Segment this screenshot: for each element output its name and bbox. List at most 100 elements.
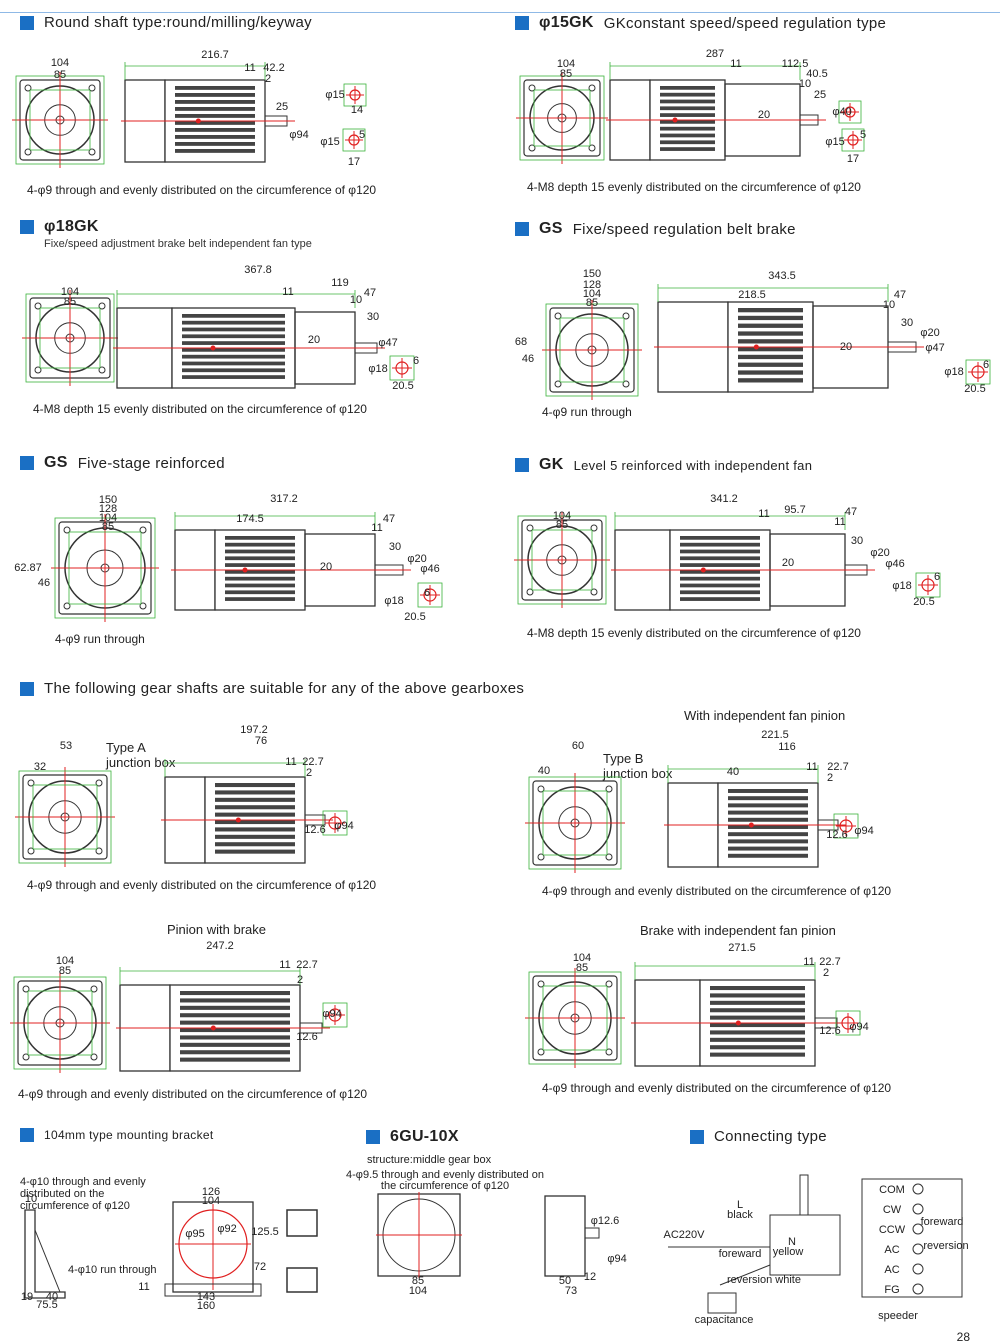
dim-label: 125.5	[251, 1226, 279, 1238]
cooling-fin	[710, 1023, 805, 1028]
structure-label: structure:middle gear box	[367, 1154, 492, 1166]
dim-label: 22.7	[827, 761, 848, 773]
motor-front-view	[22, 290, 118, 386]
mount-hole	[590, 524, 598, 532]
header-title: The following gear shafts are suitable f…	[44, 680, 525, 697]
dim-box	[519, 75, 605, 161]
cooling-fin	[175, 107, 255, 111]
bullet-square-icon	[366, 1130, 380, 1144]
dim-label: 20	[782, 557, 794, 569]
cooling-fin	[225, 563, 295, 567]
cooling-fin	[710, 1037, 805, 1042]
dim-label: 47	[383, 513, 395, 525]
section-dim-box	[343, 83, 367, 107]
terminal-circle	[912, 1223, 924, 1235]
cooling-fin	[182, 327, 285, 332]
cooling-fin	[175, 93, 255, 97]
dim-label: 10	[799, 78, 811, 90]
dim-label: 25	[814, 89, 826, 101]
dim-label: 53	[60, 740, 72, 752]
mount-hole	[588, 84, 596, 92]
mount-hole	[90, 1053, 98, 1061]
motor-front-view	[10, 973, 110, 1073]
motor-block	[769, 1214, 841, 1276]
speeder-box	[861, 1178, 963, 1298]
dim-label: N	[788, 1236, 796, 1248]
cooling-fin	[728, 853, 808, 858]
mount-hole	[537, 853, 545, 861]
cooling-fin	[738, 347, 803, 352]
cooling-fin	[225, 570, 295, 574]
header-title: Fixe/speed regulation belt brake	[572, 220, 796, 238]
center-mark	[672, 117, 678, 123]
terminal-circle	[912, 1183, 924, 1195]
cooling-fin	[182, 361, 285, 366]
header-gear-shafts: The following gear shafts are suitable f…	[20, 680, 524, 697]
dim-label: 317.2	[270, 493, 298, 505]
motor-side-view	[161, 759, 333, 864]
dim-label: 11	[803, 956, 814, 968]
mounting-note-bracket-run: 4-φ10 run through	[68, 1264, 157, 1276]
dim-label: 40	[46, 1291, 58, 1303]
dim-label: 20	[308, 334, 320, 346]
gearbox-shaft	[584, 1227, 600, 1239]
dim-box	[528, 971, 622, 1065]
capacitor-box	[707, 1292, 737, 1314]
dim-label: 12	[584, 1271, 596, 1283]
cooling-fin	[215, 834, 295, 839]
dim-label: 10	[350, 294, 362, 306]
dim-label: 104	[56, 955, 74, 967]
dim-label: φ46	[420, 563, 439, 575]
cooling-fin	[175, 121, 255, 125]
center-mark	[235, 817, 241, 823]
dim-label: reversion white	[727, 1274, 801, 1286]
cooling-fin	[215, 783, 295, 788]
cooling-fin	[215, 842, 295, 847]
dim-label: 143	[197, 1291, 215, 1303]
cooling-fin	[680, 536, 760, 540]
cooling-fin	[660, 126, 715, 131]
dim-box	[54, 517, 156, 619]
dim-label: 2	[297, 974, 303, 986]
mount-hole	[95, 779, 103, 787]
mount-hole	[605, 853, 613, 861]
mount-hole	[139, 602, 147, 610]
cooling-fin	[225, 542, 295, 547]
cooling-fin	[182, 348, 285, 352]
motor-front-view	[514, 512, 610, 608]
dim-label: 68	[515, 336, 527, 348]
dim-label: φ47	[378, 337, 397, 349]
dim-label: 6	[413, 355, 419, 367]
cooling-fin	[660, 106, 715, 111]
mounting-note-6gu: 4-φ9.5 through and evenly distributed on…	[346, 1169, 544, 1192]
caption-s8: 4-φ9 through and evenly distributed on t…	[27, 878, 377, 892]
mount-hole	[34, 366, 42, 374]
cooling-fin	[182, 375, 285, 379]
dim-label: speeder	[878, 1310, 918, 1322]
dim-label: 160	[197, 1300, 215, 1312]
dim-label: 11	[806, 761, 817, 773]
cooling-fin	[180, 1035, 290, 1040]
header-15gk: φ15GK GKconstant speed/speed regulation …	[515, 14, 886, 32]
dim-box-inner	[542, 790, 608, 856]
motor-side-view	[606, 62, 826, 161]
dim-label: φ94	[849, 1021, 868, 1033]
dim-label: 12.6	[819, 1025, 840, 1037]
terminal-circle	[912, 1263, 924, 1275]
dim-label: AC220V	[664, 1229, 706, 1241]
shaft-section	[389, 355, 415, 381]
cooling-fin	[660, 120, 715, 124]
dim-label: 5	[359, 129, 365, 141]
header-connecting: Connecting type	[690, 1128, 827, 1145]
dim-label: 32	[34, 761, 46, 773]
mount-hole	[22, 985, 30, 993]
dim-label: 2	[306, 767, 312, 779]
cooling-fin	[225, 583, 295, 588]
cooling-fin	[680, 590, 760, 595]
cooling-fin	[710, 986, 805, 991]
bracket-front-plate	[172, 1201, 254, 1293]
dim-label: 197.2	[240, 724, 268, 736]
dim-label: 11	[279, 959, 290, 971]
center-mark	[753, 344, 759, 350]
